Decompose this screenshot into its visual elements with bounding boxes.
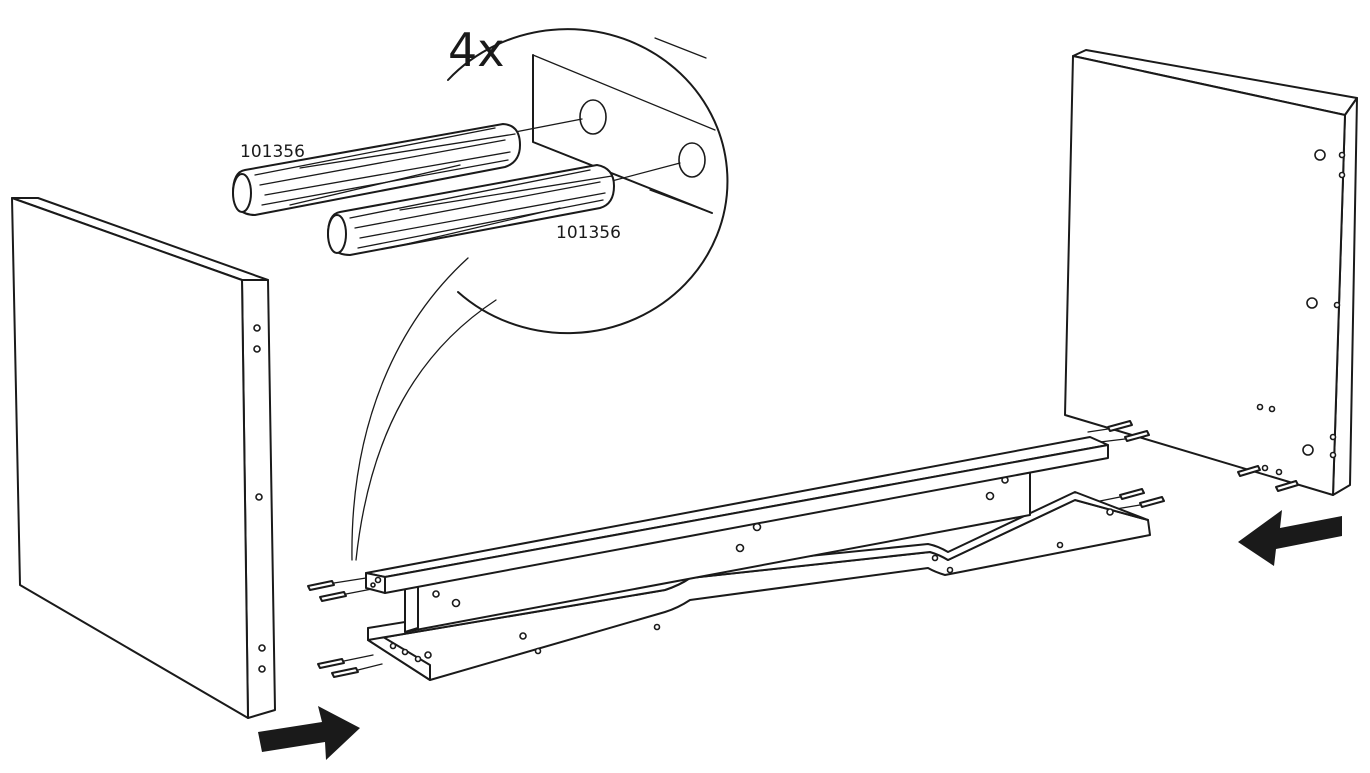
detail-callout: 4x 101356 101356 [232,23,729,561]
left-rail-dowels [307,577,383,678]
left-panel-cam-holes [253,324,266,673]
dowel-101356-bottom [327,164,615,256]
part-number-label-bottom: 101356 [556,223,621,243]
part-number-label-top: 101356 [240,142,305,162]
middle-rail [404,469,1031,633]
arrow-left-icon [1238,510,1342,566]
top-rail [365,436,1109,594]
dowel-101356-top [232,123,521,216]
right-panel-holes [1256,149,1346,476]
callout-panel-corner [509,37,716,214]
left-side-panel [11,197,276,719]
right-side-panel [1064,49,1358,511]
quantity-label: 4x [448,23,505,77]
arrow-right-icon [258,706,360,760]
